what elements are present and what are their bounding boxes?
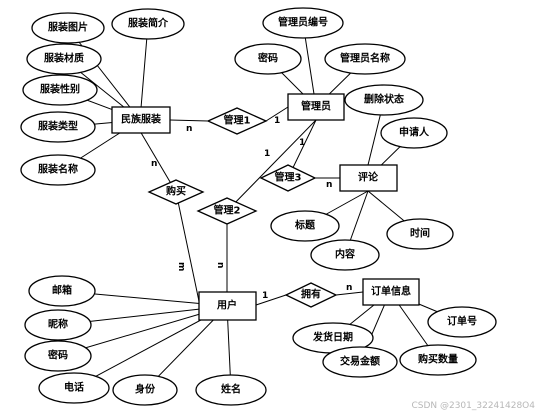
attr-neirong: 内容 (310, 239, 380, 271)
entity-dingdan-xinxi: 订单信息 (362, 278, 420, 306)
svg-text:电话: 电话 (64, 381, 84, 394)
svg-text:身份: 身份 (135, 383, 156, 396)
svg-text:申请人: 申请人 (399, 126, 430, 139)
svg-text:发货日期: 发货日期 (312, 331, 353, 344)
svg-text:服装材质: 服装材质 (44, 52, 84, 65)
svg-text:管理员: 管理员 (301, 100, 331, 113)
svg-text:管理1: 管理1 (224, 114, 251, 127)
attr-guanliyuan-mingcheng: 管理员名称 (324, 43, 406, 75)
entity-yonghu: 用户 (198, 291, 257, 321)
card-guanli1-guanliyuan: 1 (274, 116, 280, 126)
relationship-goumai: 购买 (147, 179, 205, 205)
attr-fuzhuang-caizhi: 服装材质 (26, 43, 102, 75)
attr-goumai-shuliang: 购买数量 (399, 344, 477, 376)
svg-text:服装性别: 服装性别 (40, 83, 80, 96)
svg-text:时间: 时间 (410, 227, 430, 240)
svg-text:姓名: 姓名 (220, 383, 241, 396)
svg-text:订单号: 订单号 (447, 315, 477, 328)
attr-shijian: 时间 (386, 218, 454, 250)
svg-text:标题: 标题 (294, 219, 316, 232)
svg-text:管理2: 管理2 (214, 204, 241, 217)
attr-shenqingren: 申请人 (380, 117, 448, 149)
attr-youxiang: 邮箱 (28, 275, 96, 307)
attr-jiaoyi-jine: 交易金额 (322, 346, 398, 378)
svg-text:服装图片: 服装图片 (48, 21, 88, 34)
card-yongyou-yonghu: 1 (262, 291, 268, 301)
svg-text:用户: 用户 (216, 299, 237, 312)
attr-guanliyuan-bianhao: 管理员编号 (262, 7, 344, 39)
card-guanli2-yonghu: n (215, 262, 225, 268)
svg-text:民族服装: 民族服装 (121, 113, 161, 126)
card-goumai-fuzhuang: n (151, 159, 157, 169)
attr-shenfen: 身份 (112, 374, 178, 406)
attr-guanli-mima: 密码 (234, 43, 302, 75)
attr-dingdanhao: 订单号 (427, 306, 497, 338)
attr-fuzhuang-mingcheng: 服装名称 (20, 154, 96, 186)
attr-xingming: 姓名 (195, 374, 267, 406)
svg-text:拥有: 拥有 (301, 288, 321, 301)
svg-text:服装名称: 服装名称 (38, 163, 78, 176)
watermark: CSDN @2301_32241428O4 (411, 401, 535, 411)
connector-lines (57, 22, 463, 391)
card-goumai-yonghu: m (176, 262, 186, 271)
svg-text:密码: 密码 (258, 52, 278, 65)
card-guanli2-guanliyuan: 1 (264, 149, 270, 159)
svg-text:管理3: 管理3 (275, 171, 302, 184)
attr-fuzhuang-jianjie: 服装简介 (111, 8, 185, 40)
svg-text:购买数量: 购买数量 (418, 353, 458, 366)
attr-biaoti: 标题 (270, 210, 340, 242)
svg-text:服装类型: 服装类型 (38, 120, 78, 133)
attr-shanchu-zhuangtai: 删除状态 (344, 84, 424, 116)
attr-nicheng: 昵称 (24, 309, 92, 341)
relationship-yongyou: 拥有 (284, 282, 338, 308)
relationship-guanli2: 管理2 (196, 197, 258, 225)
svg-text:密码: 密码 (48, 349, 68, 362)
svg-text:内容: 内容 (335, 248, 355, 261)
svg-text:购买: 购买 (166, 185, 186, 198)
svg-text:删除状态: 删除状态 (364, 93, 404, 106)
svg-text:昵称: 昵称 (48, 318, 68, 331)
svg-text:评论: 评论 (358, 171, 379, 184)
card-guanli3-pinglun: n (326, 180, 332, 190)
svg-text:管理员编号: 管理员编号 (278, 16, 328, 29)
svg-text:交易金额: 交易金额 (340, 355, 380, 368)
entity-guanliyuan: 管理员 (287, 93, 345, 121)
entity-minzu-fuzhuang: 民族服装 (111, 106, 171, 134)
attr-yonghu-mima: 密码 (24, 340, 92, 372)
svg-text:订单信息: 订单信息 (371, 285, 411, 298)
card-yongyou-dingdan: n (346, 283, 352, 293)
entity-pinglun: 评论 (339, 164, 398, 192)
svg-text:邮箱: 邮箱 (52, 284, 72, 297)
relationship-guanli1: 管理1 (206, 107, 268, 135)
attr-fahuo-riqi: 发货日期 (292, 322, 374, 354)
attr-fuzhuang-xingbie: 服装性别 (22, 74, 98, 106)
cardinality-labels: n 1 n m 1 n 1 n 1 n (151, 116, 352, 301)
attr-dianhua: 电话 (38, 372, 110, 404)
card-guanli3-guanliyuan: 1 (299, 138, 305, 148)
svg-text:服装简介: 服装简介 (128, 17, 169, 30)
attr-fuzhuang-tupian: 服装图片 (31, 12, 105, 44)
attr-fuzhuang-leixing: 服装类型 (20, 111, 96, 143)
relationship-guanli3: 管理3 (259, 164, 317, 192)
card-guanli1-fuzhuang: n (186, 124, 192, 134)
svg-text:管理员名称: 管理员名称 (340, 52, 390, 65)
